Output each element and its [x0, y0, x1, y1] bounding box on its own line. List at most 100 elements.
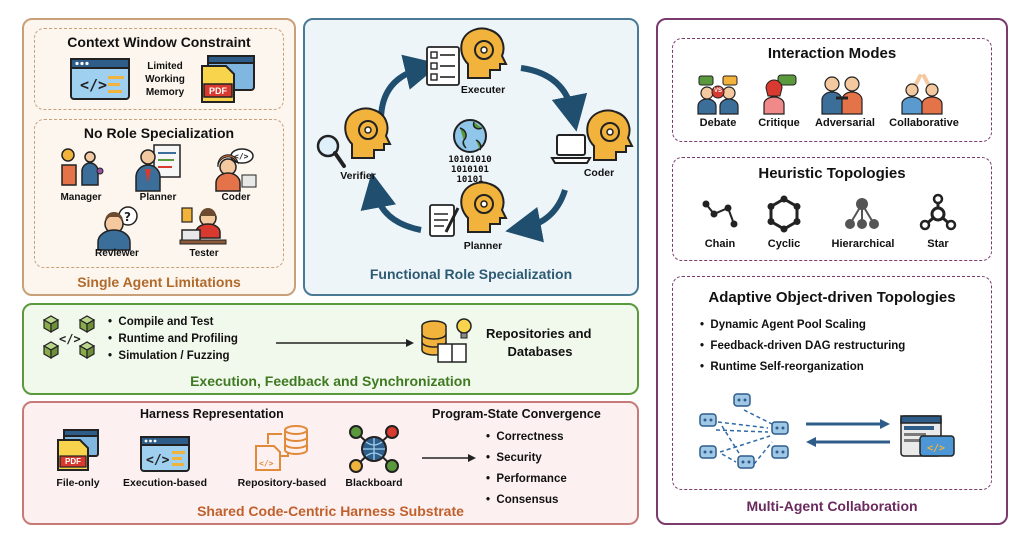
- single-agent-title: Single Agent Limitations: [77, 274, 241, 290]
- adaptive-topologies-heading: Adaptive Object-driven Topologies: [708, 289, 956, 306]
- svg-text:</>: </>: [234, 152, 249, 161]
- file-only-label: File-only: [56, 477, 100, 489]
- execution-arrow: [276, 339, 414, 347]
- executer-agent-head-icon: [460, 27, 508, 79]
- executer-checklist-icon: [426, 46, 460, 86]
- execution-based-label: Execution-based: [122, 477, 208, 489]
- convergence-performance: • Performance: [486, 473, 567, 485]
- code-panels-icon: </>: [900, 415, 955, 457]
- context-note-line2: Working: [145, 74, 185, 85]
- execution-panel: [22, 303, 639, 395]
- harness-title: Shared Code-Centric Harness Substrate: [197, 503, 464, 519]
- database-bulb-icon: [421, 318, 472, 363]
- hierarchical-label: Hierarchical: [831, 238, 895, 250]
- convergence-heading: Program-State Convergence: [432, 407, 601, 421]
- harness-panel: [22, 401, 639, 525]
- verifier-magnifier-icon: [316, 134, 346, 168]
- execution-title: Execution, Feedback and Synchronization: [190, 373, 471, 389]
- svg-text:</>: </>: [259, 459, 274, 468]
- adversarial-label: Adversarial: [815, 117, 875, 129]
- multi-agent-title: Multi-Agent Collaboration: [746, 498, 918, 514]
- chain-label: Chain: [704, 238, 736, 250]
- harness-arrow: [422, 454, 476, 462]
- repositories-line-1: Repositories and: [486, 326, 592, 341]
- coder-agent-head-icon: [586, 109, 634, 161]
- star-label: Star: [927, 238, 949, 250]
- svg-text:</>: </>: [80, 76, 107, 94]
- executer-label: Executer: [460, 84, 506, 96]
- interaction-modes-box: [672, 38, 992, 142]
- context-window-heading: Context Window Constraint: [67, 34, 251, 50]
- reviewer-icon: ?: [97, 206, 138, 251]
- blackboard-icon: [349, 425, 399, 473]
- convergence-consensus: • Consensus: [486, 494, 559, 506]
- adaptive-bullet-1: • Dynamic Agent Pool Scaling: [700, 319, 866, 331]
- chain-topology-icon: [702, 200, 738, 228]
- verifier-label: Verifier: [340, 170, 376, 182]
- planner-role-icon: [135, 144, 181, 192]
- functional-role-title: Functional Role Specialization: [369, 266, 573, 282]
- verifier-agent-head-icon: [344, 107, 392, 159]
- heuristic-topologies-box: [672, 157, 992, 261]
- code-window-icon: </>: [70, 58, 130, 100]
- role-cycle-arrows: [360, 54, 588, 243]
- star-topology-icon: [919, 193, 957, 231]
- file-only-icon: [57, 429, 99, 471]
- cyclic-label: Cyclic: [767, 238, 801, 250]
- file-pdf-label: PDF: [65, 457, 81, 466]
- reviewer-label: Reviewer: [95, 248, 139, 259]
- context-note-line1: Limited: [147, 61, 183, 72]
- collaborative-label: Collaborative: [889, 117, 959, 129]
- role-specialization-heading: No Role Specialization: [83, 125, 235, 141]
- coder-role-label: Coder: [221, 192, 251, 203]
- execution-bullet-2: • Runtime and Profiling: [108, 333, 238, 345]
- debate-vs-label: VS: [713, 88, 722, 94]
- critique-icon: [763, 74, 797, 115]
- svg-text:</>: </>: [146, 453, 170, 468]
- planner-pad-icon: [429, 204, 460, 237]
- repositories-line-2: Databases: [507, 344, 573, 359]
- svg-text:</>: </>: [59, 332, 81, 346]
- planner-agent-head-icon: [460, 181, 508, 233]
- binary-line-3: 10101: [456, 175, 484, 185]
- execution-bullet-1: • Compile and Test: [108, 316, 214, 328]
- debate-label: Debate: [699, 117, 737, 129]
- cubes-code-icon: </>: [42, 315, 96, 360]
- binary-line-1: 10101010: [448, 155, 492, 165]
- pdf-stack-icon: [201, 55, 255, 103]
- coder-label: Coder: [583, 167, 615, 179]
- repository-based-label: Repository-based: [237, 477, 327, 489]
- blackboard-label: Blackboard: [345, 477, 403, 489]
- pdf-label: PDF: [209, 86, 227, 96]
- repository-based-icon: </>: [255, 425, 308, 471]
- agent-dag-diagram: [699, 393, 789, 469]
- convergence-correctness: • Correctness: [486, 431, 564, 443]
- globe-icon: [453, 119, 487, 153]
- manager-label: Manager: [60, 192, 102, 203]
- svg-text:</>: </>: [927, 443, 945, 454]
- adaptive-bullet-3: • Runtime Self-reorganization: [700, 361, 864, 373]
- adaptive-bullet-2: • Feedback-driven DAG restructuring: [700, 340, 906, 352]
- critique-label: Critique: [758, 117, 800, 129]
- planner-role-label: Planner: [139, 192, 177, 203]
- hierarchical-topology-icon: [845, 198, 879, 229]
- collaborative-icon: [901, 74, 943, 115]
- manager-icon: [61, 148, 104, 186]
- cyclic-topology-icon: [767, 195, 801, 233]
- role-specialization-box: [34, 119, 284, 268]
- debate-icon: [697, 75, 739, 115]
- execution-bullet-3: • Simulation / Fuzzing: [108, 350, 230, 362]
- binary-line-2: 1010101: [451, 165, 489, 175]
- harness-representation-heading: Harness Representation: [140, 407, 284, 421]
- coder-role-icon: </>: [215, 148, 257, 192]
- adversarial-icon: [821, 76, 863, 115]
- context-note-line3: Memory: [145, 87, 185, 98]
- coder-laptop-icon: [550, 134, 592, 164]
- adaptive-topologies-box: [672, 276, 992, 490]
- bidirectional-arrows: [806, 419, 890, 447]
- execution-based-icon: </>: [140, 436, 190, 472]
- interaction-modes-heading: Interaction Modes: [767, 45, 897, 62]
- heuristic-topologies-heading: Heuristic Topologies: [758, 165, 906, 182]
- tester-icon: [179, 207, 227, 245]
- context-window-box: [34, 28, 284, 110]
